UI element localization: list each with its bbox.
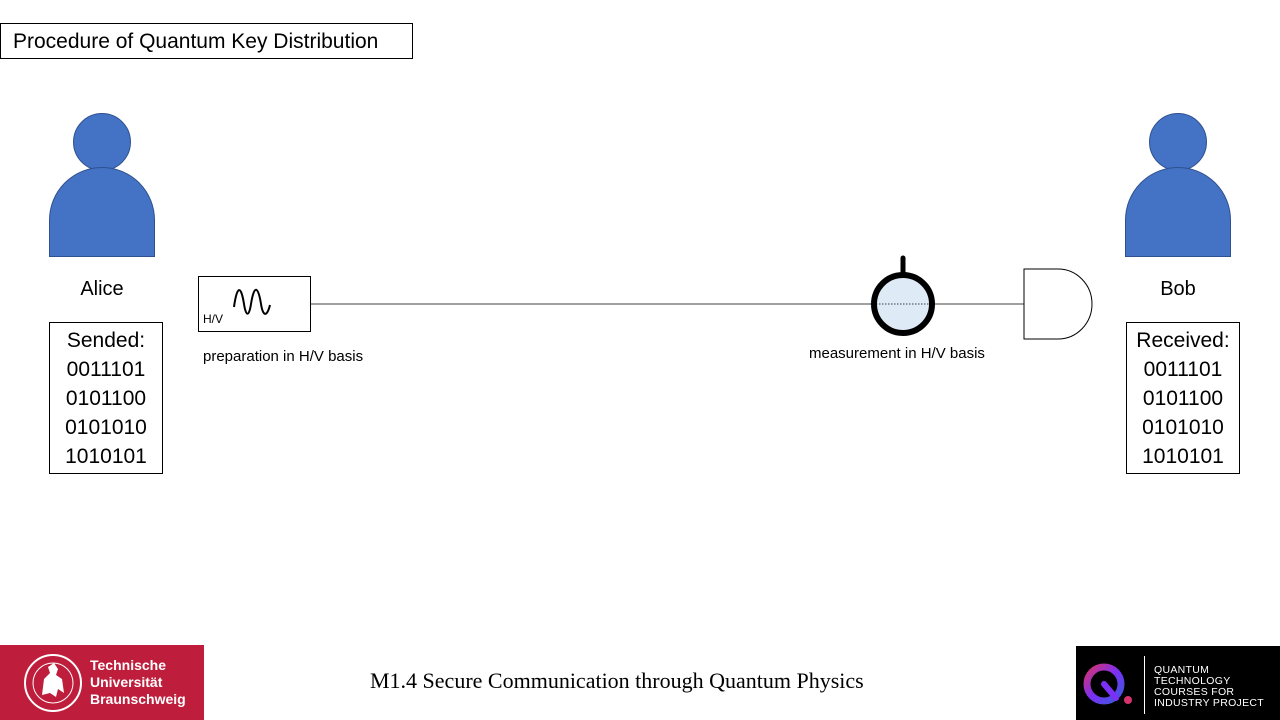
- preparation-caption: preparation in H/V basis: [203, 348, 364, 365]
- bob-received-bits-box: Received: 0011101 0101100 0101010 101010…: [1126, 322, 1240, 474]
- alice-head: [73, 113, 131, 171]
- tu-logo-line: Technische: [90, 657, 166, 673]
- footer-course-title-text: M1.4 Secure Communication through Quantu…: [370, 668, 864, 693]
- alice-bit-string: 0101100: [65, 387, 147, 410]
- bob-bit-string: 1010101: [1142, 445, 1224, 468]
- bob-bit-string: 0011101: [1143, 358, 1223, 381]
- qt-logo-line: QUANTUM: [1154, 664, 1210, 676]
- bob-bit-string: 0101010: [1142, 416, 1224, 439]
- basis-label: H/V: [203, 312, 224, 326]
- polarization-analyzer-icon: [870, 255, 936, 336]
- bob-person-icon: [1125, 113, 1233, 259]
- quantum-technology-logo: QUANTUM TECHNOLOGY COURSES FOR INDUSTRY …: [1076, 646, 1280, 720]
- detector-icon: [1023, 268, 1093, 340]
- tu-logo-line: Braunschweig: [90, 691, 186, 707]
- slide-title: Procedure of Quantum Key Distribution: [0, 23, 413, 59]
- tu-logo-line: Universität: [90, 674, 163, 690]
- bob-bits-label: Received:: [1136, 329, 1230, 352]
- logo-divider: [1144, 656, 1145, 714]
- quantum-q-logo-icon: [1083, 663, 1132, 705]
- tu-logo-text: Technische Universität Braunschweig: [90, 657, 186, 708]
- measurement-caption: measurement in H/V basis: [809, 345, 985, 362]
- preparation-box: H/V: [198, 276, 311, 332]
- alice-sent-bits-box: Sended: 0011101 0101100 0101010 1010101: [49, 322, 163, 474]
- alice-person-icon: [49, 113, 157, 259]
- alice-body: [49, 167, 155, 257]
- alice-bit-string: 1010101: [65, 445, 147, 468]
- bob-body: [1125, 167, 1231, 257]
- alice-name: Alice: [80, 278, 124, 300]
- bob-name: Bob: [1160, 278, 1196, 300]
- alice-bit-string: 0011101: [66, 358, 146, 381]
- qt-logo-line: INDUSTRY PROJECT: [1154, 697, 1265, 709]
- footer-course-title: M1.4 Secure Communication through Quantu…: [320, 668, 960, 694]
- qt-logo-text: QUANTUM TECHNOLOGY COURSES FOR INDUSTRY …: [1154, 665, 1264, 709]
- wave-icon: [233, 288, 271, 315]
- alice-bit-string: 0101010: [65, 416, 147, 439]
- university-seal-icon: [24, 654, 82, 712]
- bob-bit-string: 0101100: [1142, 387, 1224, 410]
- bob-head: [1149, 113, 1207, 171]
- qt-logo-line: COURSES FOR: [1154, 686, 1235, 698]
- alice-bits-label: Sended:: [66, 329, 146, 352]
- tu-braunschweig-logo: Technische Universität Braunschweig: [0, 645, 204, 720]
- qt-logo-line: TECHNOLOGY: [1154, 675, 1231, 687]
